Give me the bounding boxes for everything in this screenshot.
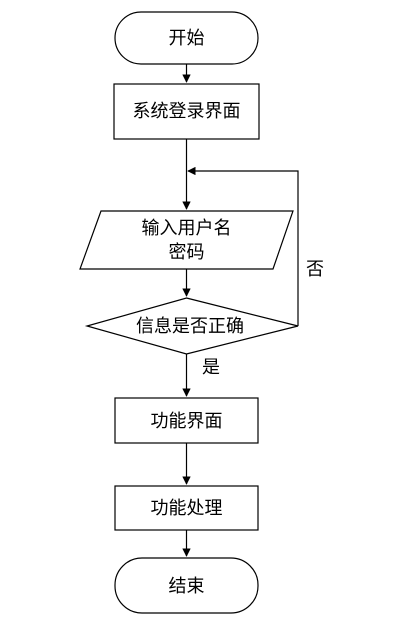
arrow-no-loop [187,166,299,326]
yes-label: 是 [202,357,220,378]
input-label-line1: 输入用户名 [142,218,232,239]
start-label: 开始 [169,28,205,49]
function-process-label: 功能处理 [151,498,223,519]
decision-label: 信息是否正确 [136,316,244,337]
function-page-label: 功能界面 [151,411,223,432]
login-page-label: 系统登录界面 [133,101,241,122]
input-label-line2: 密码 [169,242,205,263]
login-page-node: 系统登录界面 [113,83,260,140]
input-node: 输入用户名 密码 [79,210,294,270]
decision-node: 信息是否正确 [84,297,299,355]
start-node: 开始 [114,11,259,65]
end-label: 结束 [169,576,205,597]
function-page-node: 功能界面 [114,397,259,444]
end-node: 结束 [114,557,259,614]
function-process-node: 功能处理 [114,485,259,531]
no-label: 否 [306,259,324,280]
